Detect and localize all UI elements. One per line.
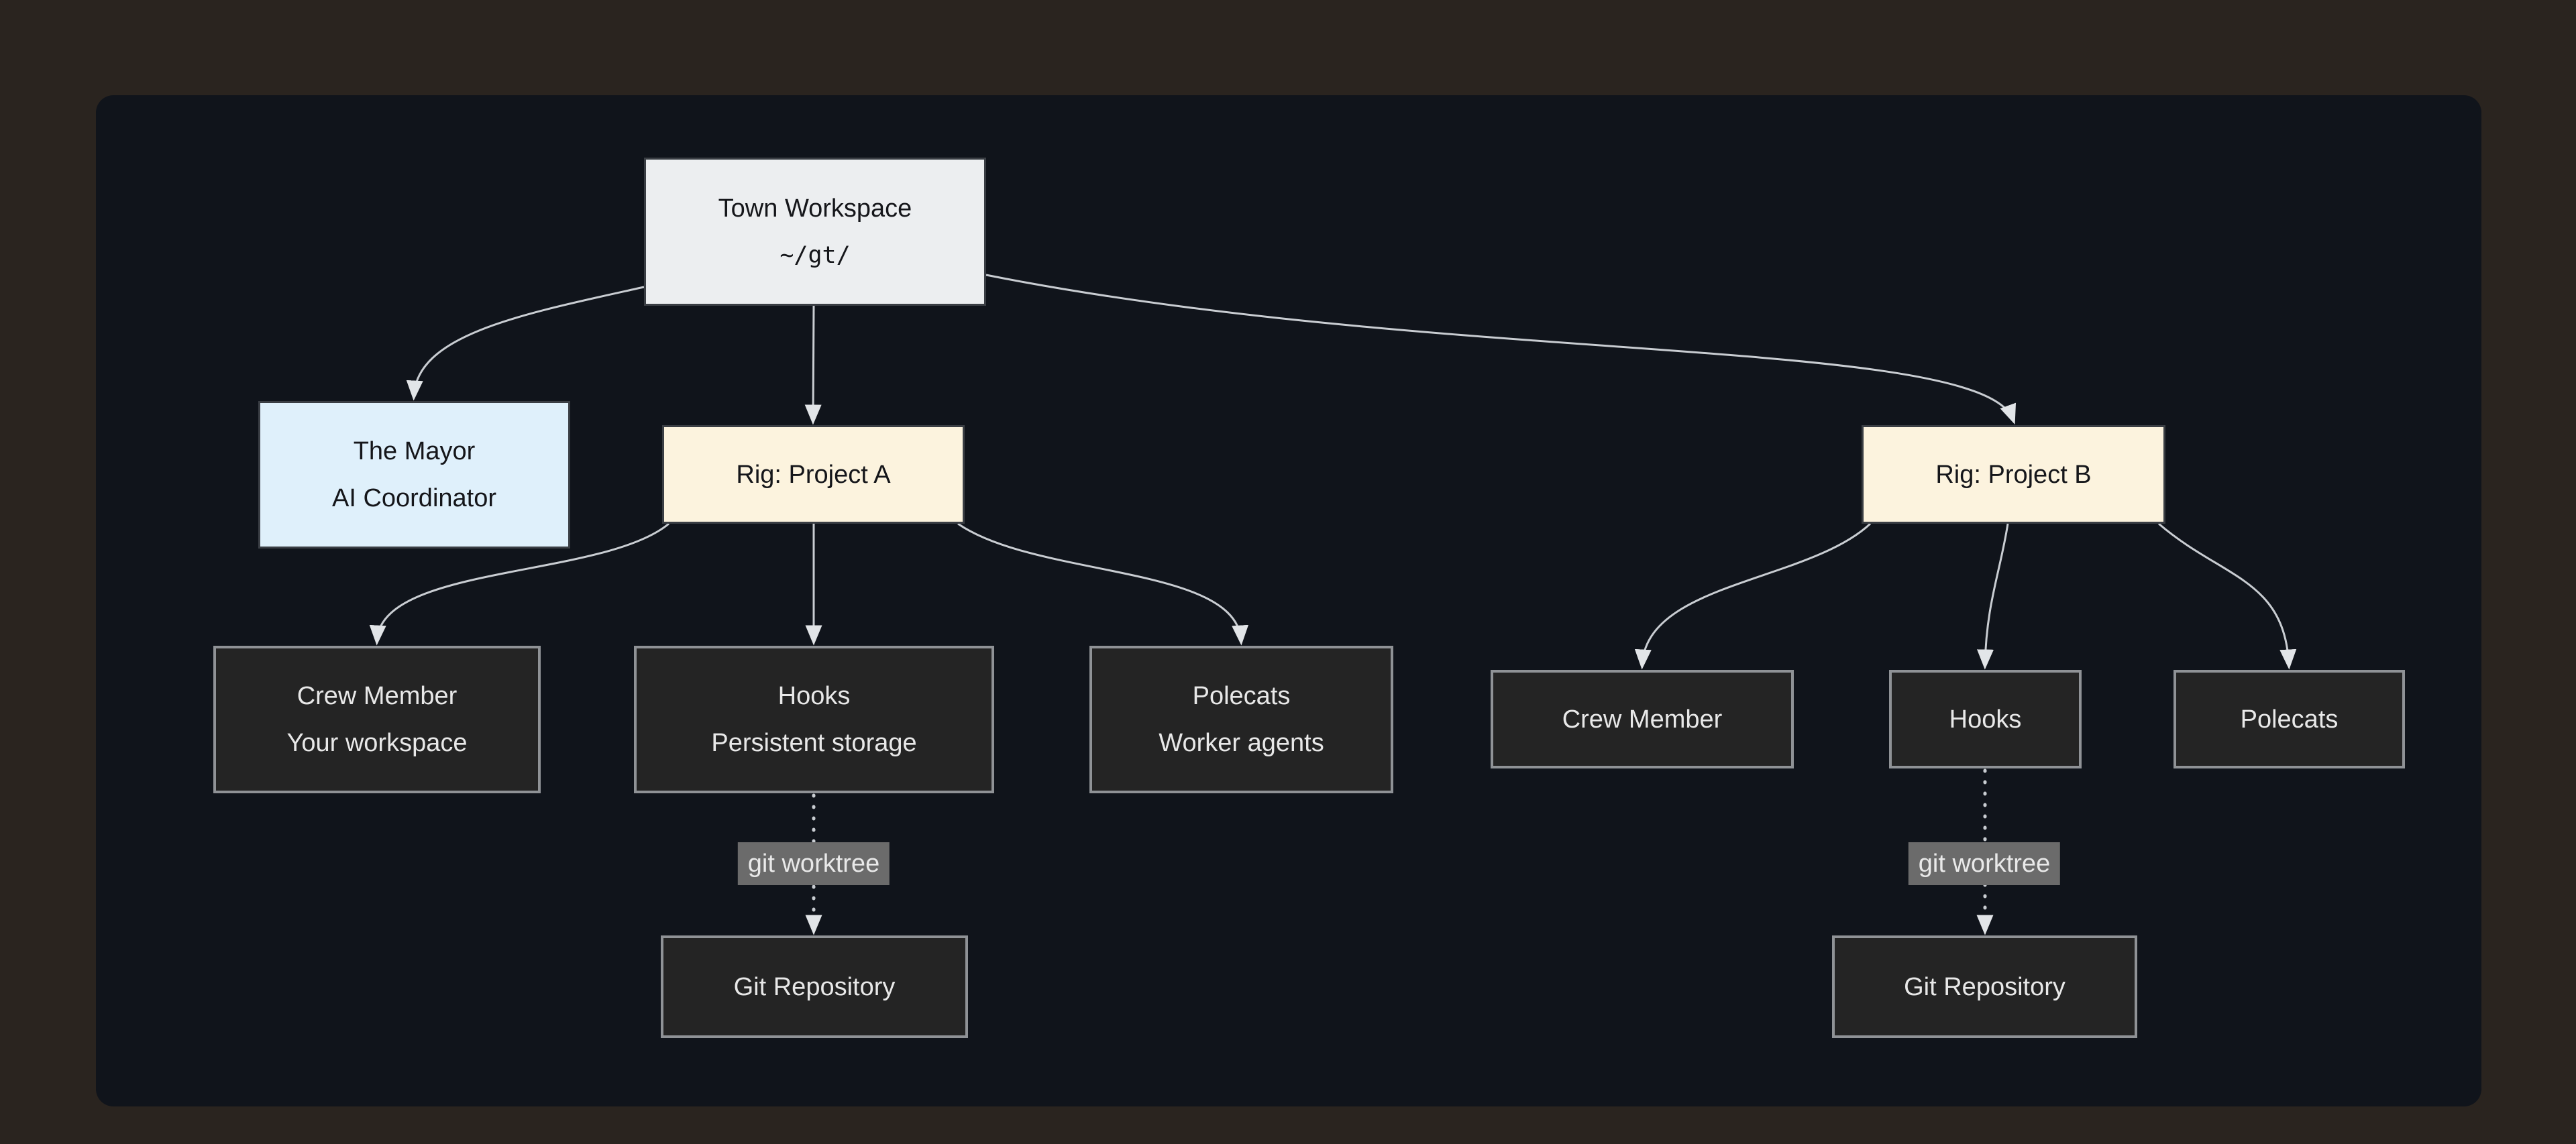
- node-git-repository-a: Git Repository: [661, 935, 968, 1038]
- node-label: The Mayor: [353, 437, 476, 465]
- edge-label-git-worktree-a: git worktree: [737, 842, 890, 885]
- node-label: Git Repository: [733, 972, 896, 1001]
- node-town-workspace: Town Workspace ~/gt/: [644, 158, 986, 306]
- node-label: Hooks: [777, 682, 851, 710]
- node-git-repository-b: Git Repository: [1832, 935, 2137, 1038]
- node-rig-project-b: Rig: Project B: [1862, 425, 2165, 524]
- node-hooks-b: Hooks: [1889, 670, 2082, 768]
- node-rig-project-a: Rig: Project A: [662, 425, 965, 524]
- node-crew-member-b: Crew Member: [1491, 670, 1794, 768]
- node-sublabel: AI Coordinator: [331, 484, 496, 512]
- node-sublabel: Persistent storage: [711, 729, 917, 757]
- edge-label-git-worktree-b: git worktree: [1908, 842, 2061, 885]
- node-path-label: ~/gt/: [780, 241, 851, 269]
- node-label: Rig: Project A: [736, 460, 891, 489]
- node-label: Hooks: [1949, 705, 2022, 734]
- node-label: Crew Member: [1562, 705, 1723, 734]
- node-sublabel: Your workspace: [286, 729, 468, 757]
- node-hooks-a: Hooks Persistent storage: [634, 646, 994, 793]
- node-crew-member-a: Crew Member Your workspace: [213, 646, 541, 793]
- node-label: Polecats: [2240, 705, 2339, 734]
- node-label: Rig: Project B: [1935, 460, 2092, 489]
- node-label: Git Repository: [1904, 972, 2065, 1001]
- node-label: Polecats: [1192, 682, 1291, 710]
- node-label: Crew Member: [297, 682, 458, 710]
- node-the-mayor: The Mayor AI Coordinator: [258, 401, 570, 549]
- node-label: Town Workspace: [718, 194, 912, 223]
- node-polecats-b: Polecats: [2174, 670, 2405, 768]
- node-polecats-a: Polecats Worker agents: [1089, 646, 1393, 793]
- node-sublabel: Worker agents: [1159, 729, 1324, 757]
